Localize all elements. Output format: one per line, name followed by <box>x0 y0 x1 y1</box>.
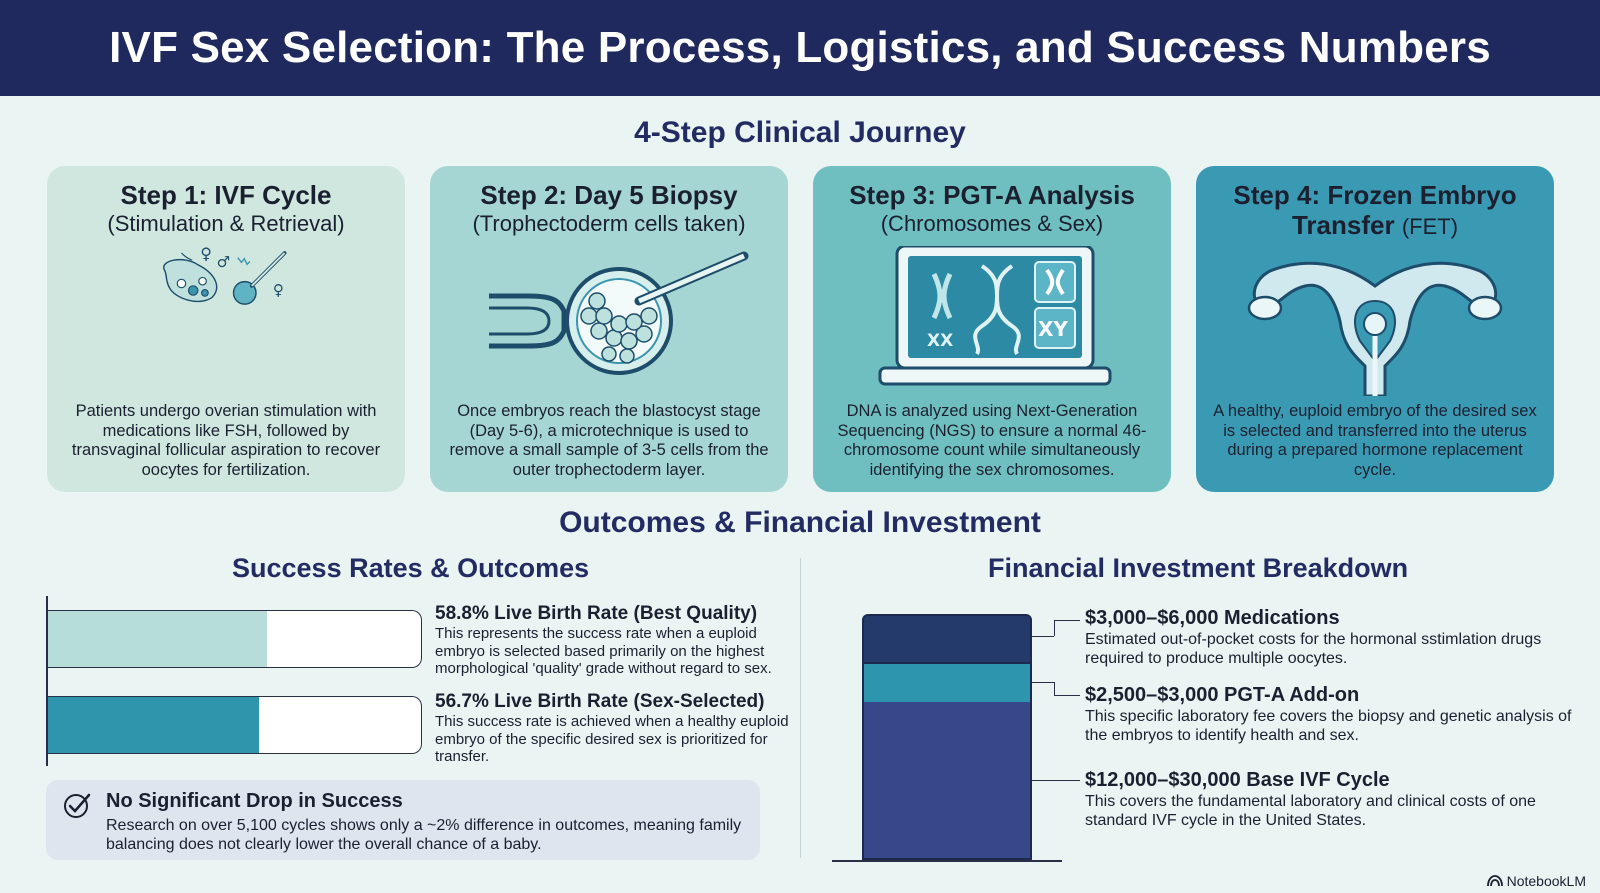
bar-description-sex-selected: This success rate is achieved when a hea… <box>435 713 789 765</box>
step-4-description: A healthy, euploid embryo of the desired… <box>1213 402 1537 479</box>
leader-medications <box>1032 636 1054 637</box>
note-title: No Significant Drop in Success <box>106 790 403 812</box>
leader-pgta <box>1032 682 1054 683</box>
journey-title: 4-Step Clinical Journey <box>634 116 966 149</box>
finance-description-pgta: This specific laboratory fee covers the … <box>1085 708 1572 744</box>
bar-axis <box>46 596 48 766</box>
xy-label: XY <box>1038 317 1068 341</box>
step-1-description: Patients undergo overian stimulation wit… <box>71 402 381 479</box>
stack-segment-pgta <box>862 664 1032 702</box>
stack-segment-base-ivf <box>862 702 1032 860</box>
leader-medications-v <box>1054 620 1055 636</box>
bar-title-sex-selected: 56.7% Live Birth Rate (Sex-Selected) <box>435 691 765 712</box>
step-card-1: Step 1: IVF Cycle (Stimulation & Retriev… <box>47 166 405 492</box>
step-card-3: Step 3: PGT-A Analysis (Chromosomes & Se… <box>813 166 1171 492</box>
step-2-subtitle: (Trophectoderm cells taken) <box>472 211 746 236</box>
ovary-syringe-icon: ♀ ♂ ♀ <box>163 246 287 305</box>
finance-title-medications: $3,000–$6,000 Medications <box>1085 607 1340 629</box>
finance-description-base-ivf: This covers the fundamental laboratory a… <box>1085 793 1536 829</box>
bar-title-best-quality: 58.8% Live Birth Rate (Best Quality) <box>435 603 758 624</box>
step-3-subtitle: (Chromosomes & Sex) <box>880 211 1104 236</box>
bar-track-sex-selected <box>48 696 422 754</box>
page-title: IVF Sex Selection: The Process, Logistic… <box>109 23 1491 72</box>
no-drop-note: No Significant Drop in Success Research … <box>46 780 760 860</box>
bar-label-sex-selected: 56.7% Live Birth Rate (Sex-Selected) Thi… <box>435 690 800 766</box>
step-4-title-suffix: (FET) <box>1401 214 1459 239</box>
xx-label: XX <box>927 331 953 351</box>
bar-description-best-quality: This represents the success rate when a … <box>435 625 772 677</box>
step-2-title: Step 2: Day 5 Biopsy <box>480 180 738 210</box>
bar-fill-sex-selected <box>48 697 260 753</box>
step-card-4: Step 4: Frozen Embryo Transfer (FET) A h… <box>1196 166 1554 492</box>
step-4-title-line2: Transfer <box>1291 210 1395 240</box>
finance-item-pgta: $2,500–$3,000 PGT-A Add-on This specific… <box>1085 683 1585 745</box>
stack-baseline <box>832 860 1062 862</box>
blastocyst-biopsy-icon <box>489 251 749 375</box>
finance-title: Financial Investment Breakdown <box>988 553 1409 583</box>
bar-fill-best-quality <box>48 611 268 667</box>
uterus-icon <box>1247 261 1503 396</box>
brand-label: NotebookLM <box>1506 873 1586 889</box>
step-1-subtitle: (Stimulation & Retrieval) <box>107 211 345 236</box>
finance-title-base-ivf: $12,000–$30,000 Base IVF Cycle <box>1085 769 1390 791</box>
leader-medications-h <box>1054 620 1080 621</box>
leader-base-ivf <box>1032 780 1080 781</box>
step-2-description: Once embryos reach the blastocyst stage … <box>449 402 769 479</box>
step-card-2: Step 2: Day 5 Biopsy (Trophectoderm cell… <box>430 166 788 492</box>
success-title: Success Rates & Outcomes <box>232 553 590 583</box>
svg-text:♂: ♂ <box>217 253 230 271</box>
step-3-description: DNA is analyzed using Next-Generation Se… <box>837 402 1147 479</box>
finance-description-medications: Estimated out-of-pocket costs for the ho… <box>1085 631 1542 667</box>
laptop-dna-icon: XX XY <box>878 246 1112 386</box>
brand-mark: NotebookLM <box>1486 873 1586 889</box>
outcomes-title: Outcomes & Financial Investment <box>559 506 1041 539</box>
note-description: Research on over 5,100 cycles shows only… <box>106 817 742 853</box>
stack-segment-medications <box>862 614 1032 664</box>
finance-item-medications: $3,000–$6,000 Medications Estimated out-… <box>1085 606 1585 668</box>
svg-text:♀: ♀ <box>273 281 284 299</box>
bar-label-best-quality: 58.8% Live Birth Rate (Best Quality) Thi… <box>435 602 800 678</box>
step-4-title-line1: Step 4: Frozen Embryo <box>1233 180 1517 210</box>
leader-pgta-h <box>1054 695 1080 696</box>
notebooklm-logo-icon <box>1486 875 1503 887</box>
leader-pgta-v <box>1054 682 1055 695</box>
check-circle-icon <box>64 793 91 818</box>
section-divider <box>800 558 801 858</box>
step-3-title: Step 3: PGT-A Analysis <box>849 180 1135 210</box>
step-1-title: Step 1: IVF Cycle <box>120 180 332 210</box>
finance-item-base-ivf: $12,000–$30,000 Base IVF Cycle This cove… <box>1085 768 1585 830</box>
svg-text:♀: ♀ <box>200 246 212 263</box>
finance-title-pgta: $2,500–$3,000 PGT-A Add-on <box>1085 684 1360 706</box>
header-banner: IVF Sex Selection: The Process, Logistic… <box>0 0 1600 96</box>
bar-track-best-quality <box>48 610 422 668</box>
